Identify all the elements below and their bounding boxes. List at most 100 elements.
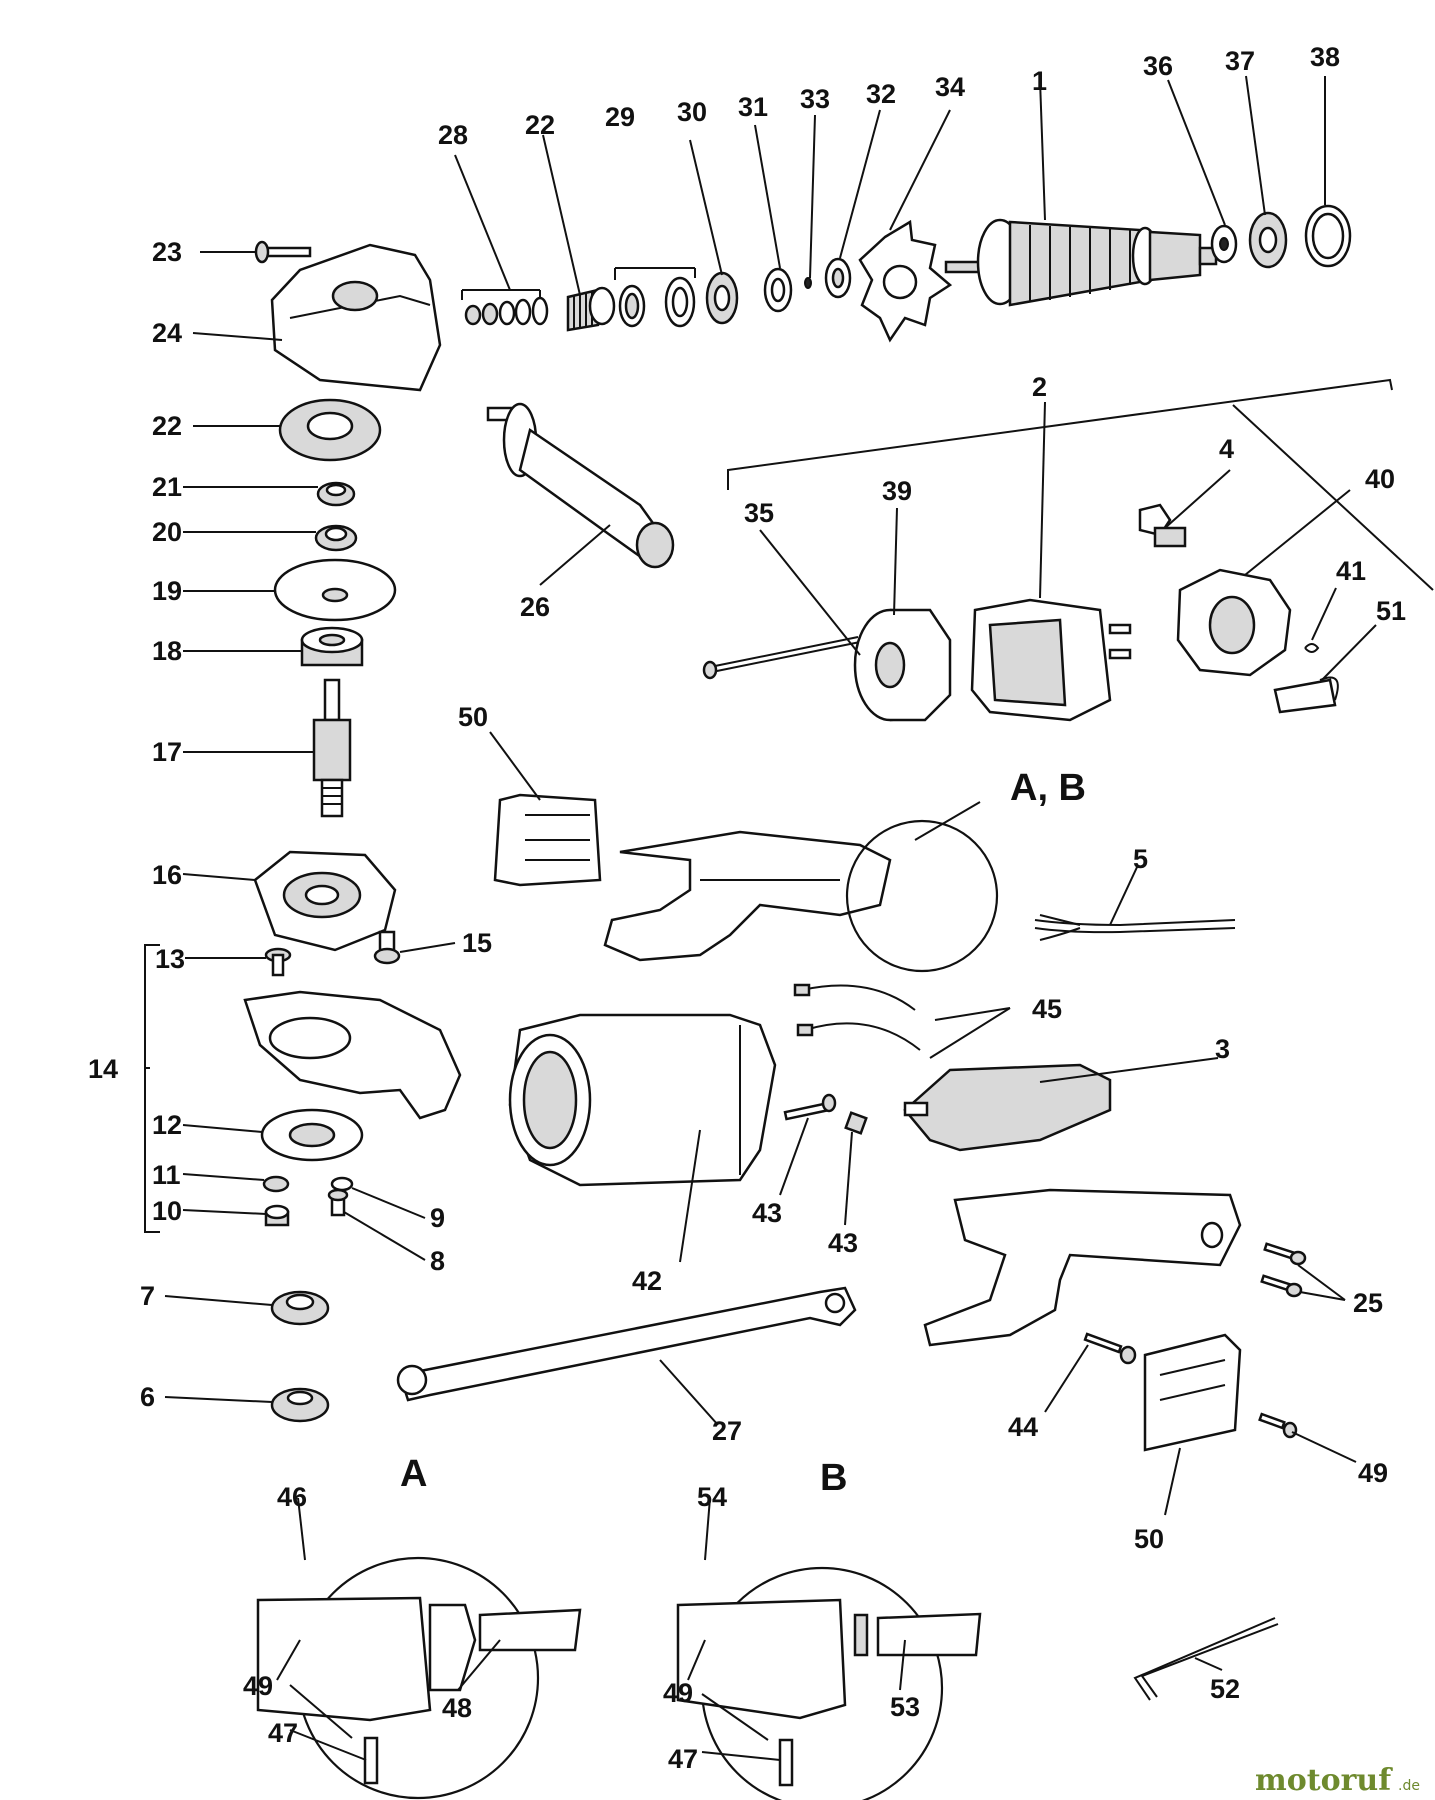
callout-38: 38 — [1310, 42, 1340, 72]
part-4-brush — [1138, 503, 1187, 548]
callout-35: 35 — [744, 498, 774, 528]
part-27-spanner — [396, 1286, 857, 1402]
callout-1: 1 — [1032, 66, 1047, 96]
leader-lines — [144, 75, 1434, 1761]
callout-20: 20 — [152, 517, 182, 547]
part-31-bearing-ring — [763, 267, 793, 313]
callout-43-left: 43 — [752, 1198, 782, 1228]
part-30-ball-bearing — [705, 271, 739, 325]
part-50-cover — [493, 793, 602, 887]
part-10-nut — [264, 1204, 290, 1227]
part-13-screw — [264, 947, 292, 977]
callout-23: 23 — [152, 237, 182, 267]
callout-32: 32 — [866, 79, 896, 109]
part-14-guard — [243, 990, 462, 1120]
callout-22-left: 22 — [152, 411, 182, 441]
part-1-armature — [944, 218, 1218, 307]
callout-10: 10 — [152, 1196, 182, 1226]
part-16-bearing-flange — [253, 850, 397, 952]
part-38-bearing-sleeve — [1304, 204, 1352, 268]
callout-29: 29 — [605, 102, 635, 132]
part-51-brush — [1273, 676, 1339, 714]
callout-14: 14 — [88, 1054, 118, 1084]
part-28-spacer-washers — [464, 296, 549, 326]
callout-25: 25 — [1353, 1288, 1383, 1318]
watermark-brand: motoruf — [1255, 1763, 1393, 1798]
detail-label-ab: A, B — [1010, 767, 1086, 809]
part-49-screw — [1258, 1412, 1298, 1439]
callout-42: 42 — [632, 1266, 662, 1296]
callout-12: 12 — [152, 1110, 182, 1140]
callout-3: 3 — [1215, 1034, 1230, 1064]
callout-52: 52 — [1210, 1674, 1240, 1704]
part-6-flange-nut — [270, 1387, 330, 1423]
part-22-bevel-gear — [278, 398, 382, 462]
callout-45: 45 — [1032, 994, 1062, 1024]
callout-41: 41 — [1336, 556, 1366, 586]
part-housing-rear-handle — [603, 830, 892, 962]
callout-17: 17 — [152, 737, 182, 767]
callout-37: 37 — [1225, 46, 1255, 76]
part-2-stator — [970, 598, 1132, 722]
part-5-power-cord — [1034, 914, 1236, 941]
callout-46: 46 — [277, 1482, 307, 1512]
part-11-washer — [262, 1175, 290, 1193]
callout-21: 21 — [152, 472, 182, 502]
callout-6: 6 — [140, 1382, 155, 1412]
part-43-screw — [783, 1093, 837, 1121]
part-32-washer — [824, 257, 852, 299]
part-rear-handle-half — [923, 1188, 1242, 1347]
callout-43-right: 43 — [828, 1228, 858, 1258]
callout-33: 33 — [800, 84, 830, 114]
callout-31: 31 — [738, 92, 768, 122]
part-22-pinion-gear — [566, 286, 616, 332]
callout-49-a: 49 — [243, 1671, 273, 1701]
motoruf-watermark: motoruf .de — [1255, 1763, 1420, 1798]
part-19-bearing-plate — [273, 558, 397, 622]
callout-49-b: 49 — [663, 1678, 693, 1708]
detail-circle-ab — [845, 819, 999, 973]
part-21-nut — [316, 481, 356, 507]
callout-40: 40 — [1365, 464, 1395, 494]
part-37-ball-bearing — [1248, 211, 1288, 269]
part-18-ball-bearing — [300, 626, 364, 667]
part-29-bearing-sleeves — [618, 276, 696, 328]
callout-51: 51 — [1376, 596, 1406, 626]
callout-47-a: 47 — [268, 1718, 298, 1748]
part-39-end-bearing — [853, 608, 952, 722]
callout-numbers: 1 36 37 38 34 33 32 31 30 29 22 28 23 24… — [88, 42, 1406, 1774]
callout-49-right: 49 — [1358, 1458, 1388, 1488]
part-42-motor-housing — [508, 1013, 777, 1187]
callout-26: 26 — [520, 592, 550, 622]
part-26-side-handle — [486, 402, 675, 569]
detail-b — [676, 1566, 982, 1800]
callout-39: 39 — [882, 476, 912, 506]
callout-34: 34 — [935, 72, 965, 102]
part-7-flange — [270, 1290, 330, 1326]
callout-47-b: 47 — [668, 1744, 698, 1774]
part-43-nut — [844, 1111, 868, 1135]
callout-24: 24 — [152, 318, 182, 348]
part-35-long-screw — [702, 636, 861, 680]
part-15-screw — [373, 930, 401, 965]
part-34-fan-baffle — [858, 219, 953, 343]
part-20-nut — [314, 524, 358, 552]
callout-18: 18 — [152, 636, 182, 666]
callout-44: 44 — [1008, 1412, 1038, 1442]
part-40-brush-holder — [1176, 568, 1292, 677]
callout-15: 15 — [462, 928, 492, 958]
callout-30: 30 — [677, 97, 707, 127]
part-9-washer — [330, 1176, 354, 1192]
part-45-leads — [793, 983, 921, 1051]
callout-13: 13 — [155, 944, 185, 974]
callout-8: 8 — [430, 1246, 445, 1276]
part-44-screw — [1083, 1332, 1137, 1365]
callout-16: 16 — [152, 860, 182, 890]
callout-36: 36 — [1143, 51, 1173, 81]
part-23-screw — [254, 240, 312, 264]
callout-5: 5 — [1133, 844, 1148, 874]
part-41-spring — [1304, 643, 1320, 653]
part-8-screw — [327, 1188, 349, 1217]
part-50-side-cover — [1143, 1333, 1242, 1452]
